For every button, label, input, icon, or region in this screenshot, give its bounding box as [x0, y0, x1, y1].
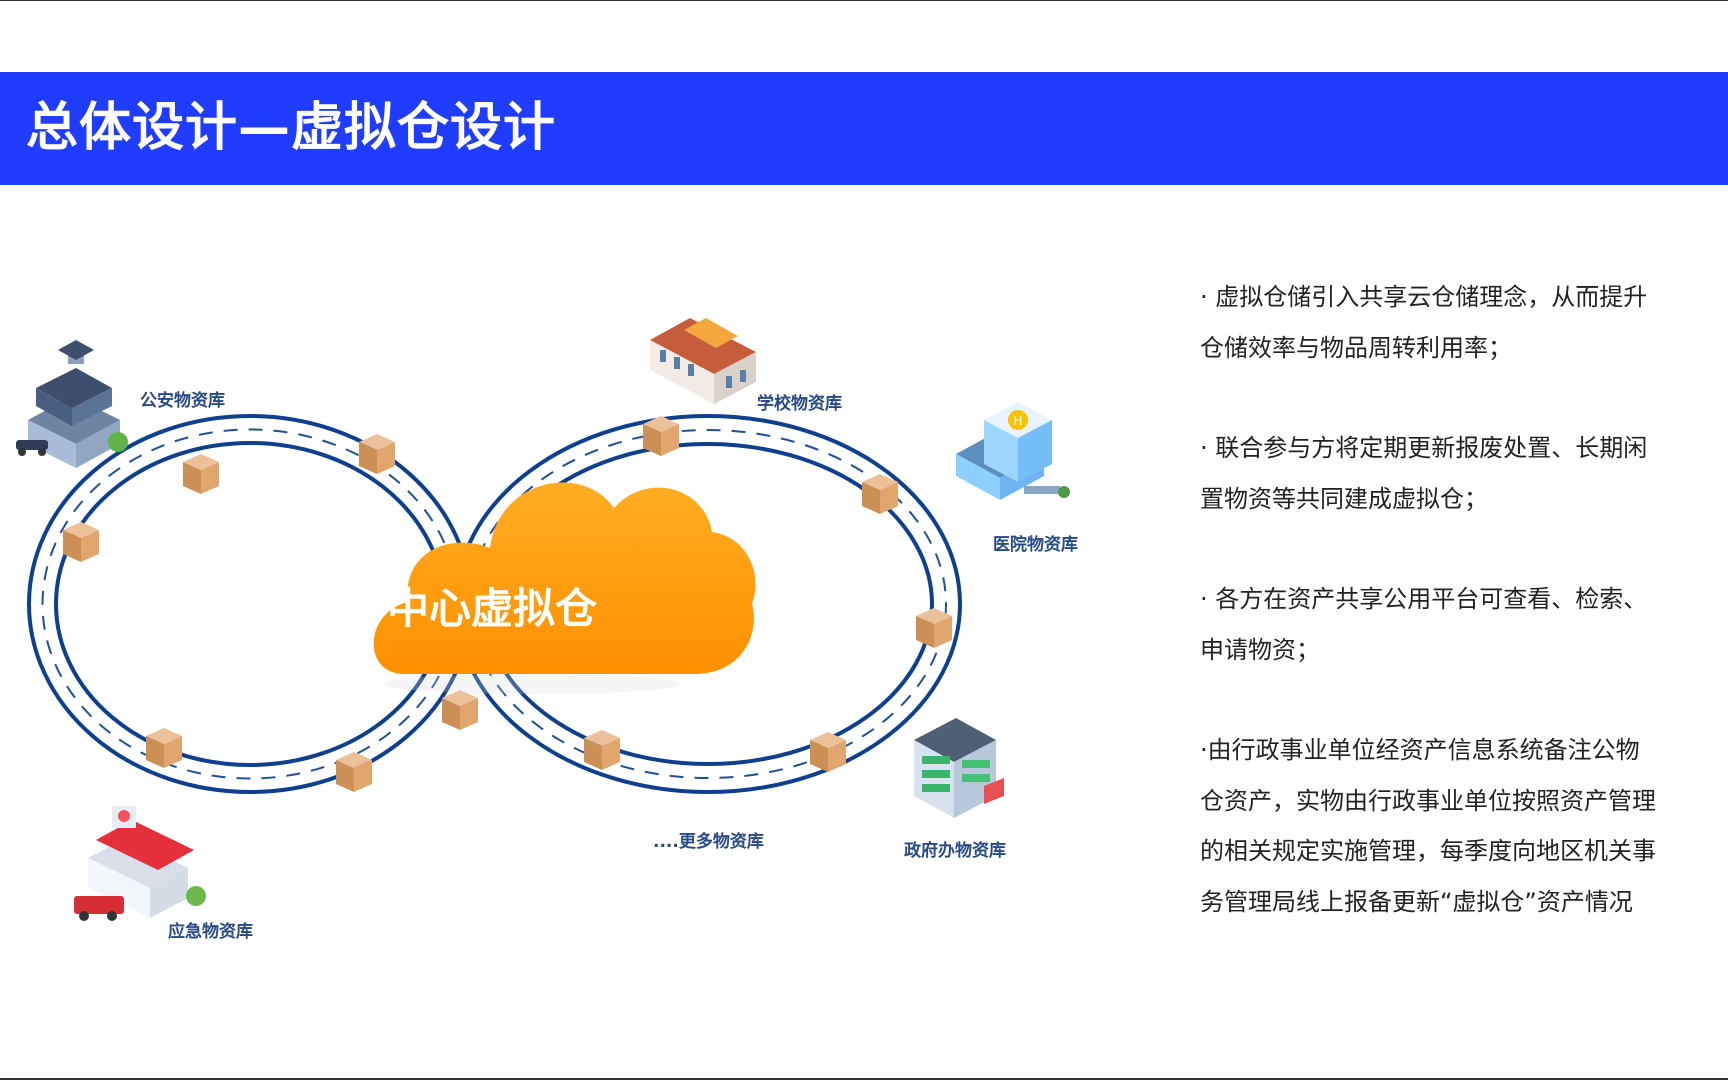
- left-ring: [27, 414, 473, 794]
- government-warehouse-label: 政府办物资库: [904, 840, 1006, 861]
- emergency-warehouse-label: 应急物资库: [168, 921, 253, 942]
- police-warehouse-label: 公安物资库: [140, 390, 225, 411]
- cloud-icon: 中心虚拟仓: [373, 482, 756, 694]
- school-building-icon: [650, 318, 756, 404]
- hospital-building-icon: H: [956, 402, 1070, 500]
- description-bullet: · 各方在资产共享公用平台可查看、检索、 申请物资；: [1200, 585, 1648, 664]
- police-station-icon: [16, 340, 128, 468]
- hospital-warehouse-label: 医院物资库: [993, 534, 1078, 555]
- description-bullet: · 虚拟仓储引入共享云仓储理念，从而提升 仓储效率与物品周转利用率；: [1200, 283, 1648, 362]
- page-title: 总体设计—虚拟仓设计: [26, 98, 557, 158]
- school-warehouse-label: 学校物资库: [757, 393, 842, 414]
- description-bullet: · 联合参与方将定期更新报废处置、长期闲 置物资等共同建成虚拟仓；: [1200, 434, 1648, 513]
- box-icon: [63, 416, 952, 792]
- bottom-border: [0, 1078, 1728, 1080]
- svg-text:H: H: [1013, 414, 1022, 428]
- title-bar: [0, 72, 1728, 185]
- government-building-icon: [914, 718, 1004, 818]
- more-warehouses-label: ....更多物资库: [653, 831, 764, 852]
- center-warehouse-label: 中心虚拟仓: [387, 584, 598, 633]
- top-border: [0, 0, 1728, 1]
- fire-station-icon: [74, 806, 206, 921]
- description-bullet: ·由行政事业单位经资产信息系统备注公物 仓资产，实物由行政事业单位按照资产管理 …: [1200, 736, 1656, 916]
- description-panel: · 虚拟仓储引入共享云仓储理念，从而提升 仓储效率与物品周转利用率； · 联合参…: [1200, 272, 1720, 977]
